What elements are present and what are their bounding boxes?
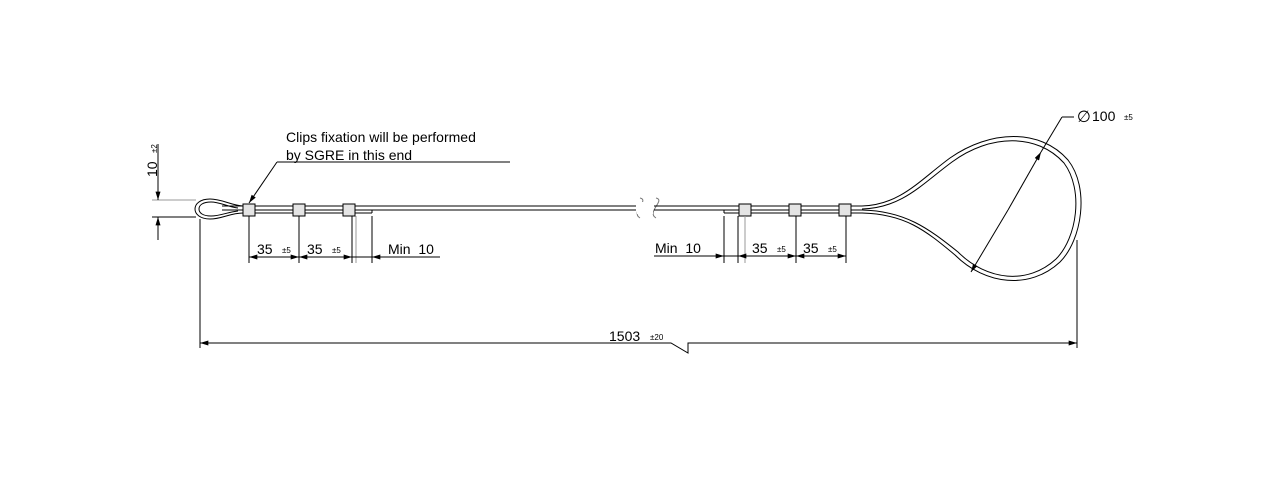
- overall-length-value: 1503: [609, 328, 640, 344]
- right-spacing-1-value: 35: [752, 240, 768, 256]
- left-spacing-1-value: 35: [257, 241, 273, 257]
- diameter-symbol: ∅: [1077, 109, 1091, 126]
- left-min-value: Min 10: [388, 241, 434, 257]
- loop-diameter-tolerance: ±5: [1124, 113, 1133, 122]
- note-line-2: by SGRE in this end: [286, 147, 412, 163]
- right-spacing-1-tolerance: ±5: [777, 245, 786, 254]
- left-spacing-2-tolerance: ±5: [332, 246, 341, 255]
- clips-note: Clips fixation will be performed by SGRE…: [248, 129, 510, 204]
- clip-right-1: [738, 203, 752, 217]
- small-eye-loop: [194, 198, 244, 220]
- left-spacing-2-value: 35: [307, 241, 323, 257]
- loop-diameter-value: 100: [1092, 108, 1116, 124]
- overall-length-dimension: [199, 219, 1078, 354]
- clip-right-2: [788, 203, 802, 217]
- large-loop: [861, 136, 1082, 281]
- right-spacing-2-tolerance: ±5: [828, 245, 837, 254]
- right-min-value: Min 10: [655, 240, 701, 256]
- clips: [242, 203, 852, 217]
- clip-right-3: [838, 203, 852, 217]
- left-spacing-dimensions: [248, 216, 440, 263]
- cable-left-segment: [222, 205, 636, 214]
- clip-left-1: [242, 203, 256, 217]
- left-spacing-1-tolerance: ±5: [282, 246, 291, 255]
- clip-left-2: [292, 203, 306, 217]
- clip-left-3: [342, 203, 356, 217]
- loop-diameter-dimension: [970, 116, 1074, 273]
- cable-right-segment: [654, 205, 862, 214]
- overall-length-tolerance: ±20: [650, 333, 664, 342]
- right-spacing-dimensions: [654, 216, 847, 263]
- break-gap: [637, 202, 653, 214]
- eye-height-dimension: 10 ±2: [144, 144, 196, 240]
- note-line-1: Clips fixation will be performed: [286, 129, 476, 145]
- right-spacing-2-value: 35: [803, 240, 819, 256]
- eye-height-tolerance: ±2: [150, 144, 159, 153]
- eye-height-value: 10: [144, 161, 160, 177]
